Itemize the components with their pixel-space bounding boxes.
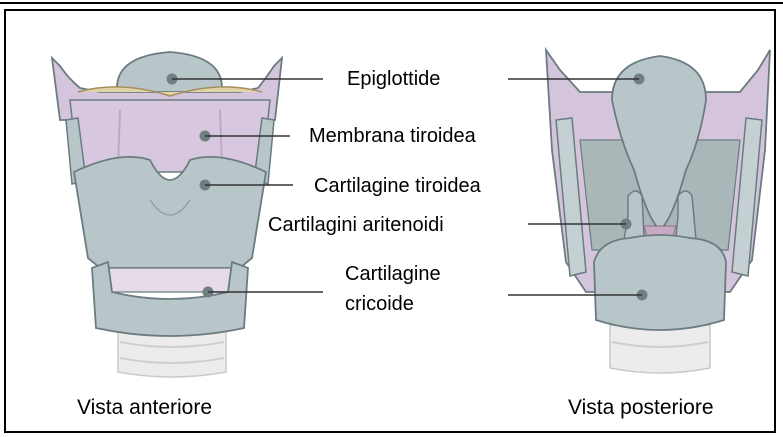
- anterior-larynx-illustration: [52, 52, 282, 377]
- posterior-trachea: [610, 325, 710, 373]
- label-arytenoid-cartilages: Cartilagini aritenoidi: [268, 213, 444, 237]
- label-cricoid-line1: Cartilagine: [345, 262, 441, 286]
- caption-anterior-view: Vista anteriore: [77, 396, 212, 420]
- anterior-thyroid-cartilage: [74, 157, 266, 268]
- posterior-larynx-illustration: [546, 50, 770, 373]
- caption-posterior-view: Vista posteriore: [568, 396, 714, 420]
- posterior-cricoid-cartilage: [594, 235, 726, 330]
- label-cricoid-line2: cricoide: [345, 292, 414, 316]
- label-thyroid-membrane: Membrana tiroidea: [309, 124, 476, 148]
- label-epiglottis: Epiglottide: [347, 67, 440, 91]
- label-thyroid-cartilage: Cartilagine tiroidea: [314, 174, 481, 198]
